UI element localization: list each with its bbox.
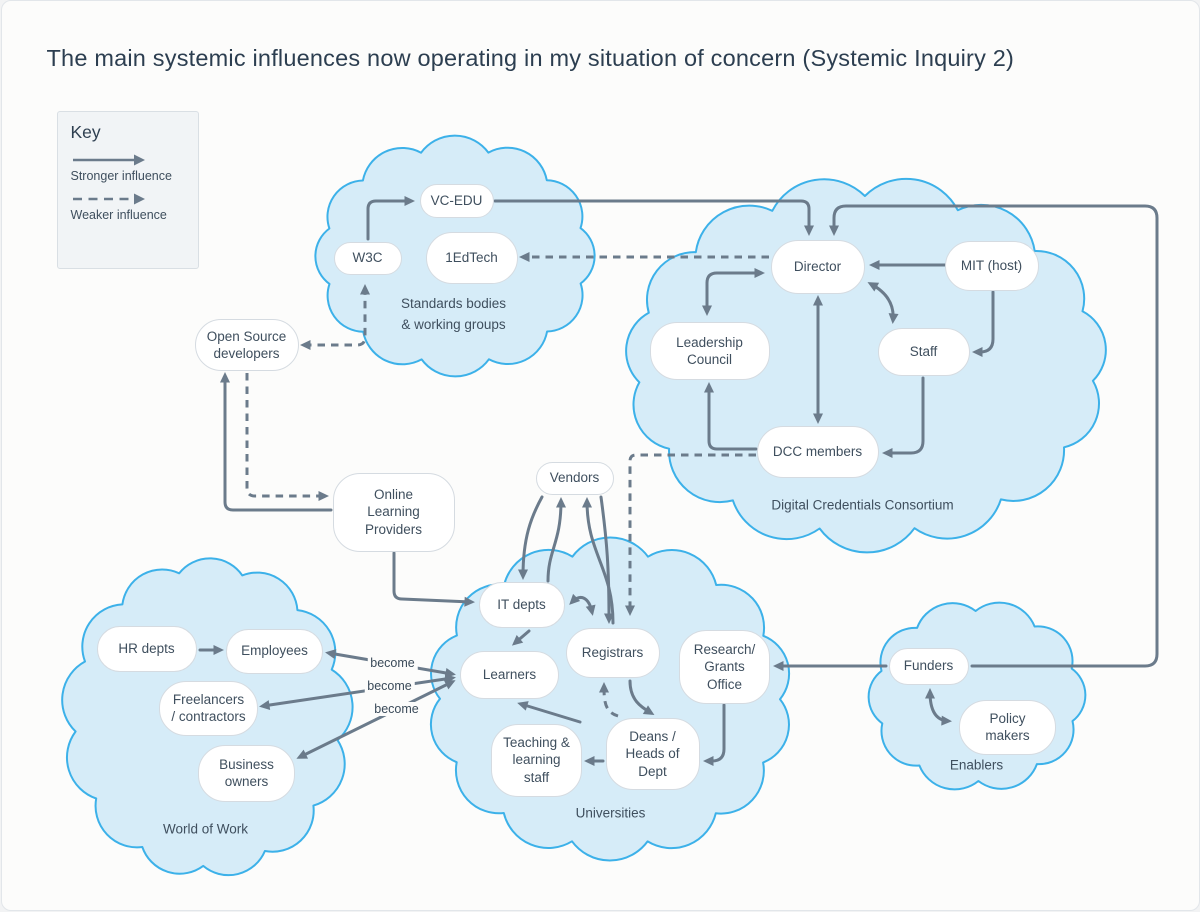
legend-label-weaker: Weaker influence bbox=[70, 208, 167, 222]
cloud-enablers bbox=[867, 601, 1086, 791]
edge-open-source-to-olp bbox=[245, 373, 329, 501]
edge-dcc-members-to-leadership bbox=[703, 382, 757, 451]
edge-registrars-to-deans bbox=[628, 679, 654, 716]
edge-vendors-to-registrars bbox=[599, 495, 614, 624]
edge-vendors-to-it-depts bbox=[517, 495, 543, 580]
dashed-arrow-icon bbox=[72, 193, 145, 205]
cloud-world-of-work bbox=[60, 557, 354, 877]
edge-mit-to-staff bbox=[971, 290, 994, 357]
edge-open-source-w3c bbox=[299, 284, 370, 350]
legend-label-stronger: Stronger influence bbox=[70, 169, 172, 183]
legend-item-weaker: Weaker influence bbox=[71, 192, 185, 222]
edge-rgo-to-deans bbox=[702, 703, 725, 766]
edge-business-owners-learners bbox=[295, 680, 456, 759]
cloud-dcc bbox=[624, 177, 1107, 554]
edge-it-depts-to-vendors bbox=[546, 497, 566, 583]
edge-vc-edu-to-director bbox=[493, 199, 814, 236]
edge-olp-to-open-source bbox=[219, 372, 332, 512]
edge-dcc-members-to-registrars bbox=[624, 453, 756, 616]
legend-key: Key Stronger influence Weaker influence bbox=[56, 111, 199, 269]
edge-it-depts-registrars bbox=[568, 593, 596, 616]
edge-it-depts-to-learners bbox=[511, 629, 530, 646]
edge-olp-to-it-depts bbox=[392, 551, 475, 607]
edge-deans-to-registrars bbox=[598, 682, 619, 718]
legend-item-stronger: Stronger influence bbox=[71, 153, 185, 183]
edge-registrars-to-vendors bbox=[581, 497, 614, 625]
edge-leadership-director bbox=[701, 268, 765, 316]
page-title: The main systemic influences now operati… bbox=[46, 45, 1015, 71]
edge-w3c-to-vc-edu bbox=[366, 196, 415, 241]
edge-director-staff bbox=[866, 282, 899, 324]
edge-staff-to-dcc-members bbox=[881, 376, 924, 458]
edge-funders-to-director bbox=[828, 204, 1158, 668]
edge-funders-policy-makers bbox=[924, 688, 952, 726]
legend-heading: Key bbox=[70, 122, 101, 142]
edge-teaching-to-learners bbox=[516, 701, 581, 724]
solid-arrow-icon bbox=[72, 154, 145, 166]
